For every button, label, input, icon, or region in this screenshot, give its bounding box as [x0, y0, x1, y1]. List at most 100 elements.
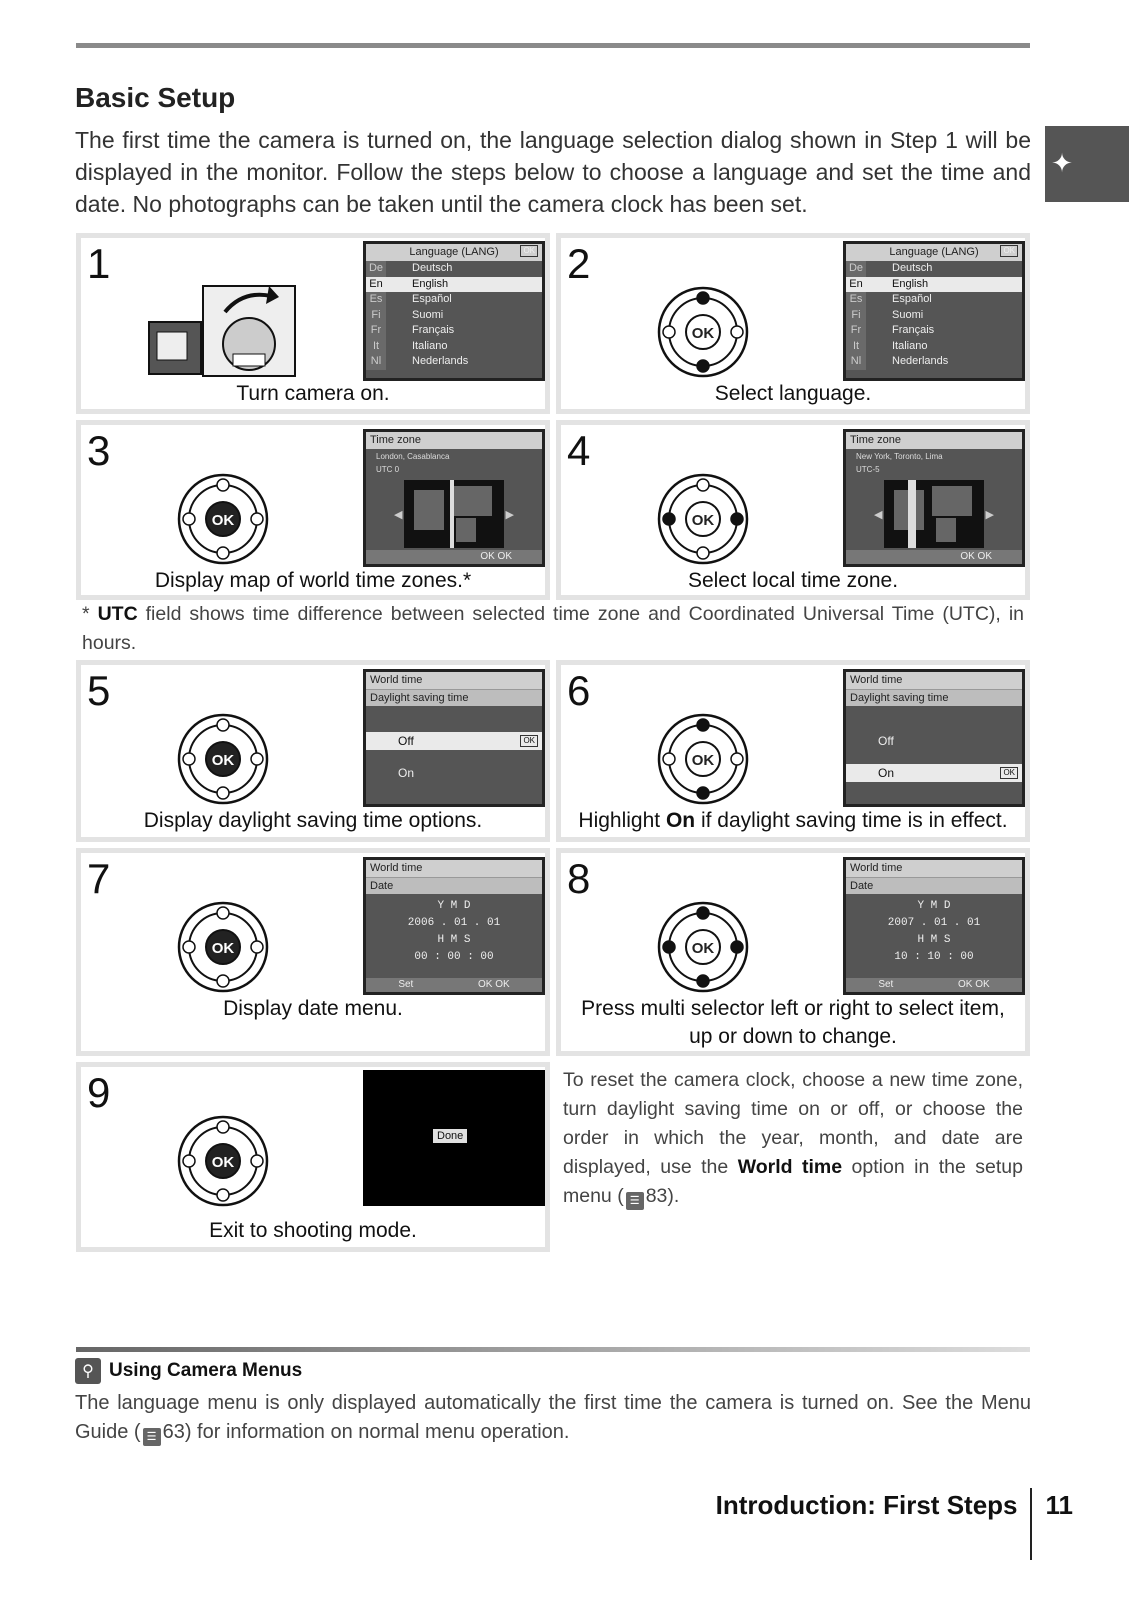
dst-option-on: On OK: [846, 764, 1022, 782]
map-right-arrow: ▶: [985, 509, 994, 521]
page-reference-icon: ☰: [142, 1428, 161, 1446]
language-code: It: [366, 338, 386, 354]
step-caption: Exit to shooting mode.: [209, 1219, 417, 1242]
ok-footer: OK OK: [846, 550, 1022, 564]
option-label: Off: [398, 734, 414, 748]
multi-selector-ok-pressed: OK: [175, 1113, 271, 1209]
ok-mark: OK: [1000, 767, 1018, 779]
date-screen: World time Date Y M D 2007 . 01 . 01 H M…: [843, 857, 1025, 995]
multi-selector-left-right: OK: [655, 471, 751, 567]
language-code: Fr: [366, 323, 386, 339]
step-caption: Select local time zone.: [687, 569, 899, 592]
time-zone-city: London, Casablanca: [376, 452, 450, 461]
rooster-icon: ✦: [1051, 149, 1073, 179]
language-name: Deutsch: [412, 262, 453, 274]
language-name: Español: [412, 293, 452, 305]
date-screen: World time Date Y M D 2006 . 01 . 01 H M…: [363, 857, 545, 995]
language-code: It: [846, 338, 866, 354]
language-code: Es: [366, 292, 386, 308]
language-code: Fi: [846, 307, 866, 323]
footnote-bold: UTC: [97, 603, 138, 625]
language-name: Nederlands: [892, 355, 949, 367]
language-name: English: [412, 277, 449, 290]
svg-text:OK: OK: [692, 325, 715, 342]
ok-label: OK OK: [477, 979, 510, 990]
done-screen: Done: [363, 1070, 545, 1206]
date-subtitle: Date: [846, 877, 1022, 894]
date-value: 2006 . 01 . 01: [407, 917, 501, 929]
map-right-arrow: ▶: [505, 509, 514, 521]
language-name: Nederlands: [412, 355, 469, 367]
step-number: 2: [567, 240, 591, 287]
page-footer: Introduction: First Steps 11: [716, 1488, 1073, 1560]
footnote-text: field shows time difference between sele…: [82, 603, 1024, 654]
hms-header: H M S: [917, 934, 951, 946]
multi-selector-ok-pressed: OK: [175, 471, 271, 567]
time-zone-city: New York, Toronto, Lima: [856, 452, 943, 461]
set-label: Set: [878, 979, 894, 990]
footnote-star: *: [82, 603, 98, 625]
time-zone-screen: Time zone London, Casablanca UTC 0 ◀ ▶ O…: [363, 429, 545, 567]
step-5-panel: 5 OK World time Daylight saving time Off…: [76, 660, 550, 842]
option-label: On: [878, 766, 895, 780]
world-time-title: World time: [846, 672, 1022, 689]
step-number: 1: [87, 240, 111, 287]
svg-text:OK: OK: [692, 940, 715, 957]
ok-footer: OK OK: [366, 550, 542, 564]
tip-page-ref: 63: [162, 1421, 185, 1443]
page-title: Basic Setup: [75, 82, 236, 113]
step-number: 9: [87, 1069, 111, 1116]
step-3-panel: 3 OK Time zone London, Casablanca UTC 0 …: [76, 420, 550, 600]
daylight-saving-screen: World time Daylight saving time Off On OK: [843, 669, 1025, 807]
option-label: Off: [878, 734, 894, 748]
multi-selector-up-down: OK: [655, 284, 751, 380]
step-8-panel: 8 OK World time Date Y M D 2007 . 01 . 0…: [556, 848, 1030, 1056]
dst-subtitle: Daylight saving time: [846, 689, 1022, 706]
tip-post: ) for information on normal menu operati…: [184, 1421, 570, 1443]
time-value: 00 : 00 : 00: [414, 951, 494, 963]
svg-text:OK: OK: [692, 752, 715, 769]
step-number: 5: [87, 667, 111, 714]
section-tab: ✦: [1045, 126, 1129, 202]
caption-post: if daylight saving time is in effect.: [695, 809, 1008, 832]
time-zone-title: Time zone: [846, 432, 1022, 449]
step-number: 6: [567, 667, 591, 714]
dst-option-off: Off: [846, 732, 1022, 750]
svg-text:OK: OK: [692, 512, 715, 529]
date-footer: Set OK OK: [366, 978, 542, 992]
language-screen-title: Language (LANG): [366, 244, 542, 261]
ok-mark: OK: [1000, 245, 1018, 257]
step-6-panel: 6 OK World time Daylight saving time Off…: [556, 660, 1030, 842]
world-map: [884, 480, 984, 548]
svg-text:OK: OK: [212, 512, 235, 529]
language-name: Français: [412, 324, 455, 336]
language-row: Fr Français: [366, 323, 542, 339]
map-left-arrow: ◀: [394, 509, 403, 521]
magnifier-icon: ⚲: [75, 1358, 101, 1384]
ymd-header: Y M D: [437, 900, 471, 912]
set-label: Set: [398, 979, 414, 990]
language-code: En: [849, 277, 863, 290]
step-number: 4: [567, 427, 591, 474]
note-mid: option in the setup menu (: [563, 1156, 1023, 1207]
language-code: Fr: [846, 323, 866, 339]
dst-subtitle: Daylight saving time: [366, 689, 542, 706]
footer-divider: [1029, 1488, 1032, 1560]
step-9-panel: 9 OK Done Exit to shooting mode.: [76, 1062, 550, 1252]
tip-rule: [76, 1347, 1030, 1352]
utc-footnote: * UTC field shows time difference betwee…: [82, 600, 1024, 658]
intro-paragraph: The first time the camera is turned on, …: [75, 127, 1031, 217]
step-caption: Select language.: [714, 382, 872, 405]
step-caption: Display daylight saving time options.: [143, 809, 483, 832]
step-caption: Highlight On if daylight saving time is …: [561, 807, 1025, 835]
